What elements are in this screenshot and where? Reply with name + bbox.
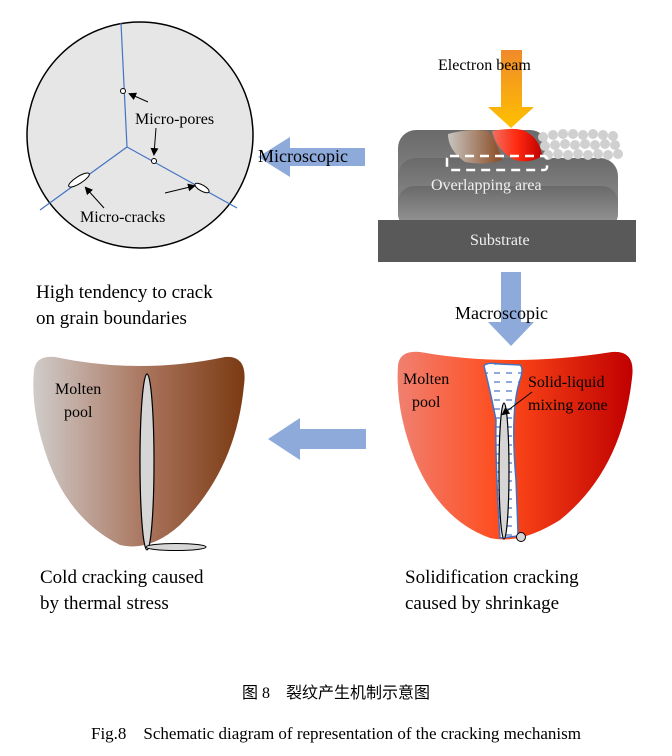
- cold-cracking-pool: Molten pool: [33, 356, 245, 551]
- hot-pool-label-line1: Molten: [403, 371, 449, 388]
- grain-caption-line1: High tendency to crack: [36, 282, 213, 303]
- grain-caption-line2: on grain boundaries: [36, 308, 187, 329]
- cold-crack: [139, 373, 155, 551]
- figure-caption-cn: 图 8 裂纹产生机制示意图: [242, 683, 430, 702]
- grain-boundary: [120, 22, 128, 148]
- macroscopic-arrow: [488, 272, 534, 346]
- figure-caption-en: Fig.8 Schematic diagram of representatio…: [91, 724, 581, 743]
- zone-label-line2: mixing zone: [528, 397, 608, 414]
- hot-pool-label-line2: pool: [412, 394, 441, 411]
- cold-pool-label-line1: Molten: [55, 381, 101, 398]
- micro-pore: [151, 158, 157, 164]
- micro-pore: [120, 88, 126, 94]
- micro-cracks-label: Micro-cracks: [80, 209, 165, 226]
- macroscopic-label: Macroscopic: [455, 303, 548, 323]
- micro-crack: [68, 172, 90, 188]
- cold-pool-label-line2: pool: [64, 404, 93, 421]
- overlapping-area-outline: [445, 154, 549, 172]
- microscopic-label: Microscopic: [258, 146, 348, 166]
- process-schematic: Electron beam Overlapping area Substrate: [378, 50, 636, 262]
- solidification-caption-line1: Solidification cracking: [405, 567, 579, 588]
- cold-caption-line1: Cold cracking caused: [40, 567, 204, 588]
- electron-beam-arrow: [488, 50, 534, 128]
- cold-crack-branch: [145, 543, 207, 551]
- overlapping-area-label: Overlapping area: [431, 177, 542, 194]
- cooling-arrow: [268, 418, 366, 460]
- pore: [516, 532, 526, 542]
- grain-circle: Micro-pores Micro-cracks: [26, 21, 254, 249]
- substrate: [378, 220, 636, 262]
- solidification-crack: [498, 402, 510, 540]
- powder-particles: [538, 129, 623, 160]
- grain-boundary: [126, 146, 238, 209]
- zone-label-line1: Solid-liquid: [528, 374, 604, 391]
- cold-caption-line2: by thermal stress: [40, 593, 169, 614]
- microscopic-arrow: [258, 137, 365, 177]
- electron-beam-label: Electron beam: [438, 57, 531, 74]
- solidification-pool: Molten pool Solid-liquid mixing zone: [397, 351, 633, 542]
- substrate-label: Substrate: [470, 232, 530, 249]
- micro-pores-label: Micro-pores: [135, 111, 214, 128]
- solidification-caption-line2: caused by shrinkage: [405, 593, 559, 614]
